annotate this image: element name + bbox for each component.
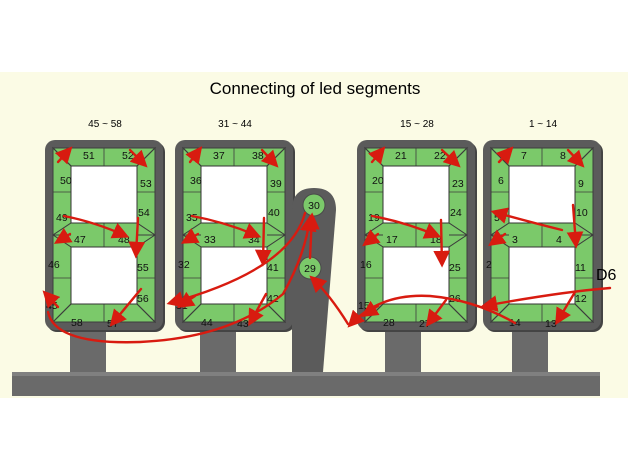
wiring-arrow (54, 146, 73, 165)
led-label-lr-top: 25 (449, 262, 461, 274)
wiring-arrow (362, 229, 381, 247)
led-label-lr-top: 11 (575, 262, 586, 274)
wiring-arrow (360, 300, 380, 317)
led-label-ll-top: 32 (178, 259, 190, 271)
colon-label-bottom: 29 (304, 263, 316, 275)
wiring-arrow (254, 216, 272, 267)
led-label-mid-right: 34 (248, 234, 260, 246)
led-label-top-right: 52 (122, 150, 134, 162)
wiring-arrow (248, 292, 268, 327)
wiring-arrow (302, 212, 320, 260)
wiring-arrow (260, 148, 279, 168)
led-label-ur-top: 9 (578, 178, 584, 190)
led-label-ll-top: 2 (486, 259, 492, 271)
wiring-arrow (185, 146, 203, 165)
wiring-arrow (566, 203, 584, 249)
led-label-lr-bottom: 42 (267, 293, 279, 305)
led-label-top-right: 8 (560, 150, 566, 162)
wiring-arrow (370, 214, 442, 239)
wiring-arrow (42, 290, 61, 309)
led-label-lr-top: 55 (137, 262, 149, 274)
led-label-bottom-left: 28 (383, 317, 395, 329)
led-label-mid-left: 17 (386, 234, 398, 246)
wiring-arrow (109, 287, 143, 327)
led-label-ur-bottom: 24 (450, 207, 462, 219)
wiring-arrow (309, 275, 350, 326)
led-label-mid-left: 3 (512, 234, 518, 246)
wiring-arrow (480, 286, 612, 312)
led-label-mid-left: 47 (74, 234, 86, 246)
wiring-arrow (53, 227, 73, 244)
led-label-top-left: 51 (83, 150, 95, 162)
led-label-lr-bottom: 56 (137, 293, 149, 305)
digit-range-label: 31 ~ 44 (218, 119, 252, 130)
led-label-bottom-right: 27 (419, 318, 431, 330)
led-label-ur-bottom: 10 (576, 207, 588, 219)
led-label-ur-top: 23 (452, 178, 464, 190)
led-label-lr-top: 41 (267, 262, 279, 274)
led-label-ul-top: 20 (372, 175, 384, 187)
wiring-arrow (555, 290, 577, 326)
input-pin-label: D6 (596, 267, 617, 284)
led-label-ur-bottom: 40 (268, 207, 280, 219)
wiring-arrow (128, 216, 146, 259)
led-label-lr-bottom: 12 (575, 293, 587, 305)
led-label-ul-top: 6 (498, 175, 504, 187)
led-label-bottom-right: 13 (545, 318, 557, 330)
wiring-arrows (42, 146, 612, 344)
led-label-bottom-right: 43 (237, 318, 249, 330)
digit-range-label: 1 ~ 14 (529, 119, 558, 130)
led-label-bottom-left: 44 (201, 317, 213, 329)
led-label-ul-bottom: 35 (186, 212, 198, 224)
led-label-ur-top: 53 (140, 178, 152, 190)
led-label-ur-bottom: 54 (138, 207, 150, 219)
colon-label-top: 30 (308, 200, 320, 212)
led-label-ul-bottom: 19 (368, 212, 380, 224)
wiring-arrow (495, 146, 514, 165)
led-label-ll-top: 16 (360, 259, 372, 271)
led-label-top-left: 21 (395, 150, 407, 162)
led-label-ul-bottom: 49 (56, 212, 68, 224)
led-label-ul-top: 50 (60, 175, 72, 187)
led-label-top-left: 7 (521, 150, 527, 162)
led-label-bottom-left: 58 (71, 317, 83, 329)
digit-range-label: 45 ~ 58 (88, 119, 122, 130)
wiring-arrow (46, 214, 317, 344)
wiring-arrow (433, 218, 451, 268)
led-label-ur-top: 39 (270, 178, 282, 190)
wiring-arrow (490, 207, 564, 232)
wiring-arrow (566, 148, 585, 168)
digit-range-label: 15 ~ 28 (400, 119, 434, 130)
diagram-title: Connecting of led segments (210, 79, 421, 98)
stand-base (12, 330, 600, 396)
wiring-arrow (488, 229, 507, 247)
wiring-arrow (190, 214, 262, 239)
led-label-mid-right: 18 (430, 234, 442, 246)
wiring-arrow (425, 298, 448, 327)
wiring-arrow (62, 214, 130, 239)
led-label-top-right: 22 (434, 150, 446, 162)
wiring-arrow (440, 148, 461, 168)
wiring-arrow (180, 228, 200, 244)
led-label-top-right: 38 (252, 150, 264, 162)
led-label-mid-right: 48 (118, 234, 130, 246)
led-label-ul-top: 36 (190, 175, 202, 187)
led-label-mid-right: 4 (556, 234, 562, 246)
led-label-top-left: 37 (213, 150, 225, 162)
led-label-ll-top: 46 (48, 259, 60, 271)
led-label-mid-left: 33 (204, 234, 216, 246)
wiring-arrow (166, 211, 307, 308)
wiring-arrow (368, 146, 386, 165)
wiring-arrow (128, 148, 148, 168)
